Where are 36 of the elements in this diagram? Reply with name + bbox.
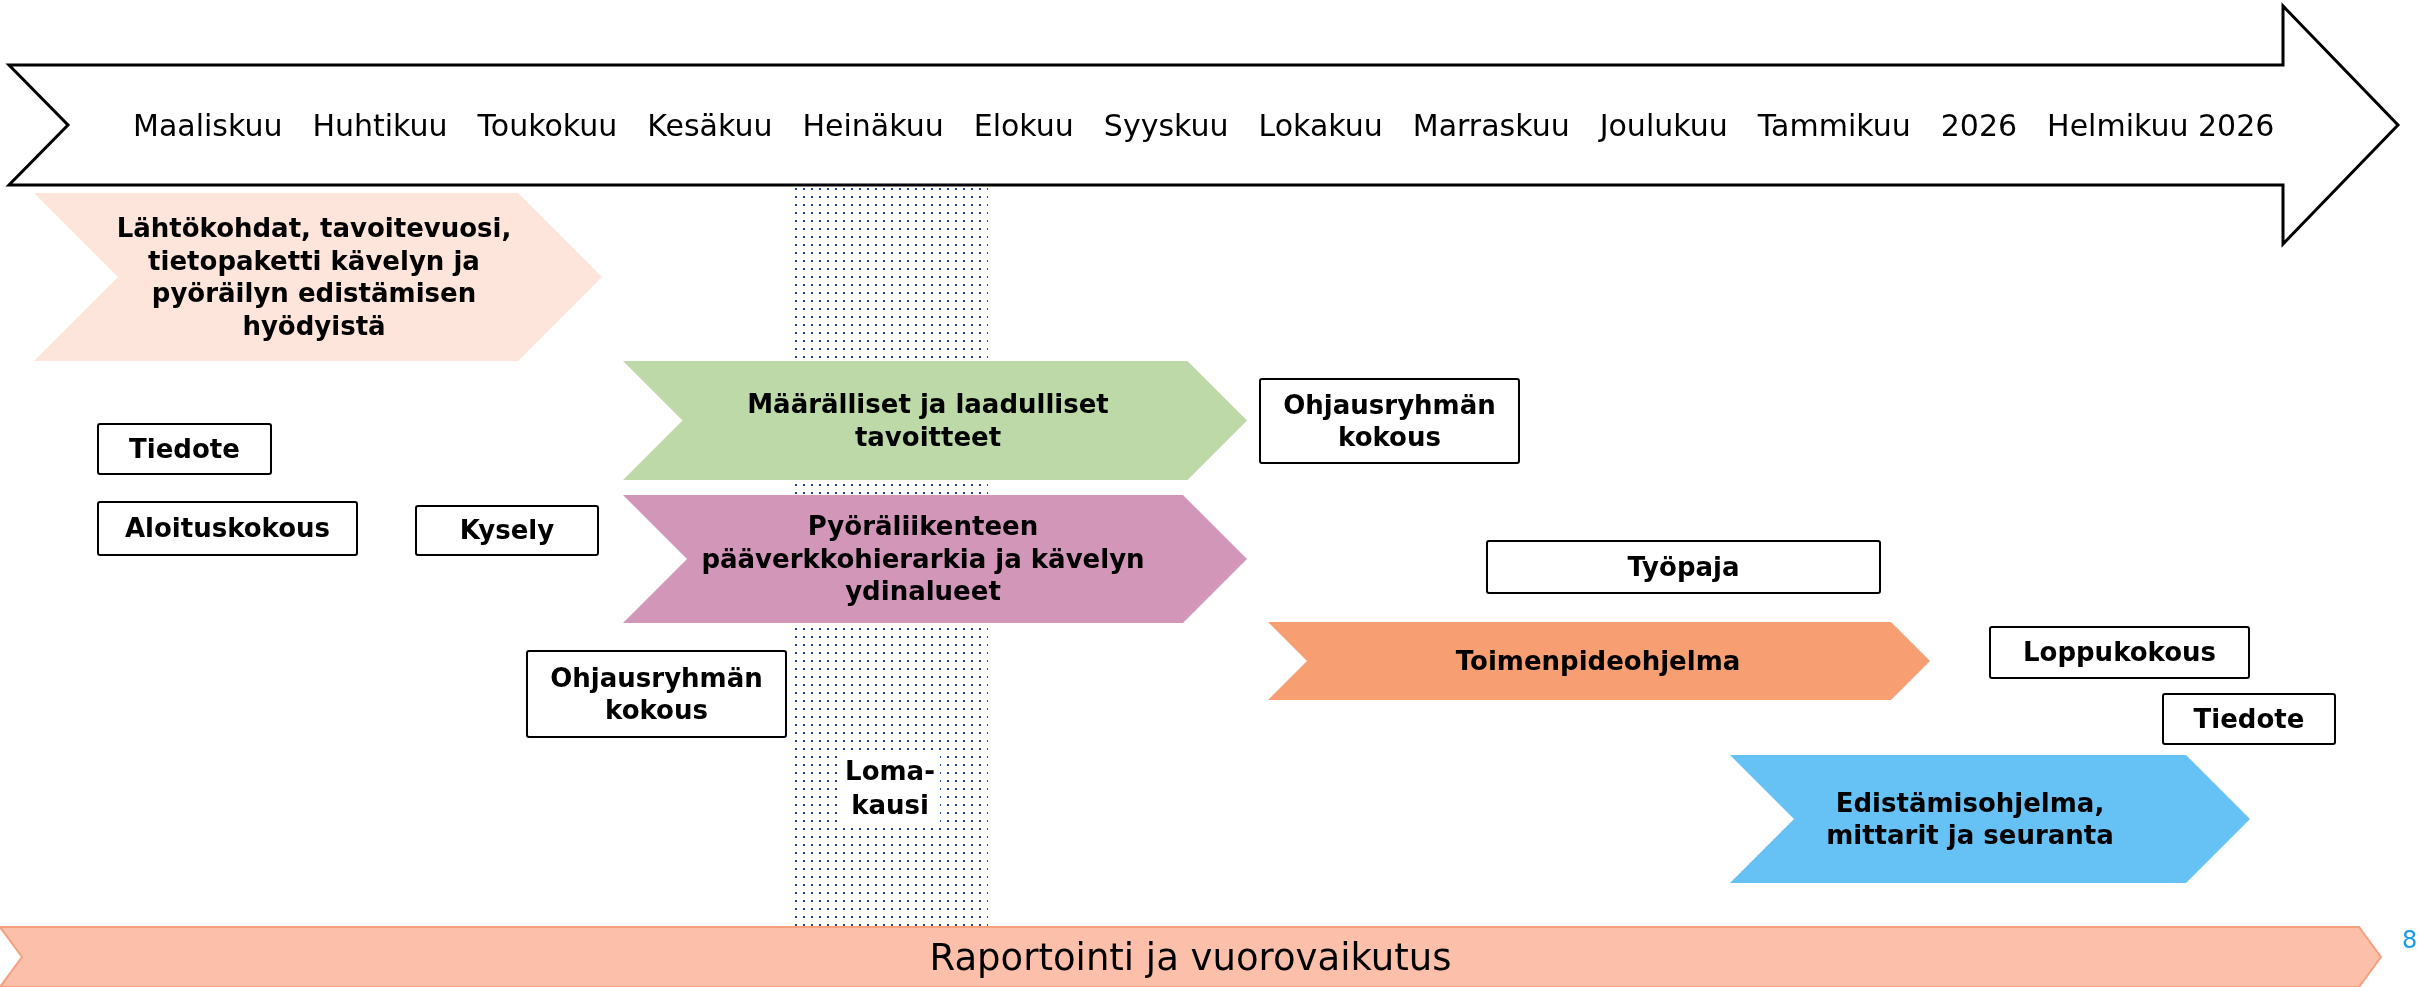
month-label: Tammikuu [1757,107,1911,143]
month-label: Kesäkuu [647,107,773,143]
month-label: Marraskuu [1412,107,1570,143]
page-number: 8 [2402,926,2418,954]
phase-banner [1730,755,2250,883]
band-label: Raportointi ja vuorovaikutus [928,934,1453,981]
milestone-note: Loppukokous [1989,626,2250,679]
phase-label: Toimenpideohjelma [1454,644,1742,678]
milestone-note: Tiedote [97,423,272,475]
milestone-note: Työpaja [1486,540,1881,594]
timeline-arrow [8,5,2400,245]
phase-banner [623,361,1247,480]
month-label: Heinäkuu [802,107,944,143]
milestone-note: Ohjausryhmän kokous [526,650,787,738]
phase-banner [34,193,602,361]
month-label: Elokuu [973,107,1074,143]
milestone-note: Kysely [415,505,599,556]
milestone-note: Aloituskokous [97,501,358,556]
phase-label: Määrälliset ja laadulliset tavoitteet [746,388,1110,454]
milestone-note: Tiedote [2162,693,2336,745]
phase-label: Pyöräliikenteen pääverkkohierarkia ja kävelyn ydinalueet [700,510,1146,609]
month-label: Syyskuu [1103,107,1229,143]
band-label: Loma- kausi [840,755,940,823]
month-label: Helmikuu 2026 [2047,107,2275,143]
month-label: Toukokuu [477,107,618,143]
phase-banner [623,495,1247,623]
month-label: Huhtikuu [312,107,448,143]
phase-label: Edistämisohjelma, mittarit ja seuranta [1825,786,2115,852]
phase-label: Lähtökohdat, tavoitevuosi, tietopaketti kävelyn ja pyöräilyn edistämisen hyödyistä [115,212,513,343]
reporting-band [0,927,2381,987]
phase-banner [1268,622,1930,700]
month-label: Lokakuu [1258,107,1383,143]
month-label: Maaliskuu [133,107,283,143]
month-label: 2026 [1940,107,2018,143]
milestone-note: Ohjausryhmän kokous [1259,378,1520,464]
month-label: Joulukuu [1599,107,1728,143]
